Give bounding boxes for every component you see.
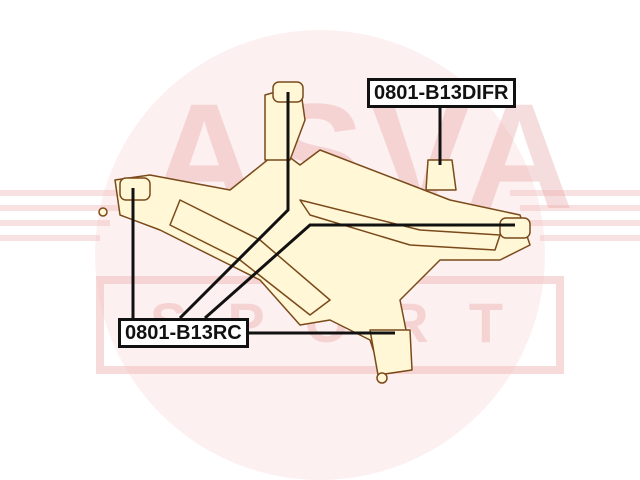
part-callout-subframe-bushing[interactable]: 0801-B13RC: [118, 318, 249, 348]
lower-bushing: [369, 329, 413, 376]
leader-lines: [131, 92, 515, 335]
diff-mount-bushing: [425, 159, 457, 191]
right-bushing: [499, 217, 531, 239]
part-callout-diff-mount[interactable]: 0801-B13DIFR: [367, 78, 516, 108]
left-bushing: [119, 177, 151, 201]
